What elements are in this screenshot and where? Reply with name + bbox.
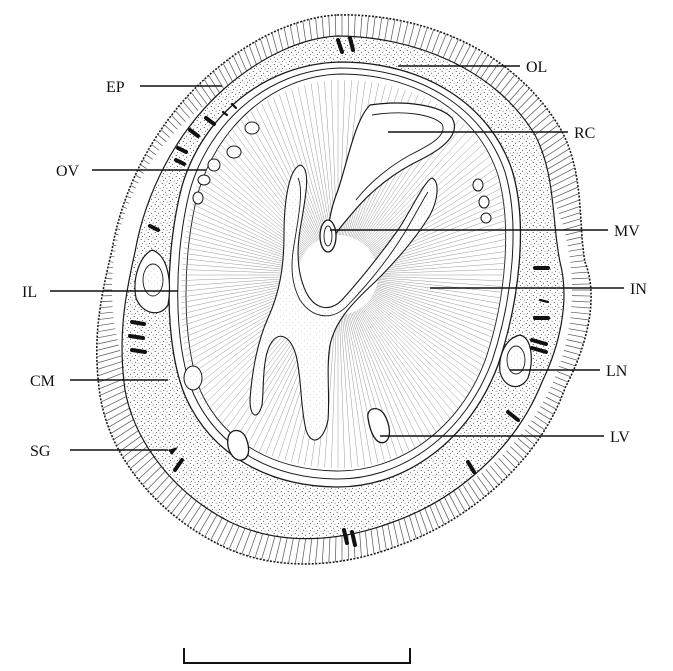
- epidermis-cell-line: [38, 191, 124, 219]
- epidermis-cell-line: [23, 267, 113, 274]
- label-ep: EP: [106, 79, 125, 96]
- epidermis-cell-line: [30, 221, 118, 241]
- epidermis-cell-line: [514, 443, 581, 503]
- epidermis-cell-line: [43, 177, 127, 209]
- label-in: IN: [630, 281, 647, 298]
- epidermis-cell-line: [142, 41, 198, 111]
- epidermis-cell-line: [31, 213, 118, 235]
- epidermis-cell-line: [79, 108, 153, 159]
- epidermis-cell-line: [557, 372, 641, 404]
- epidermis-cell-line: [495, 462, 555, 529]
- epidermis-cell-line: [22, 275, 112, 279]
- epidermis-cell-line: [473, 479, 524, 553]
- median-vessel: [320, 220, 336, 252]
- epidermis-cell-line: [28, 229, 116, 246]
- epidermis-cell-line: [540, 407, 618, 453]
- epidermis-cell-line: [486, 469, 542, 539]
- epidermis-cell-line: [507, 451, 571, 514]
- label-rc: RC: [574, 125, 595, 142]
- scale-bar: [184, 648, 410, 664]
- epidermis-cell-line: [561, 361, 647, 389]
- epidermis-cell-line: [525, 430, 597, 485]
- epidermis-cell-line: [463, 485, 510, 561]
- epidermis-cell-line: [148, 36, 203, 108]
- label-sg: SG: [30, 443, 51, 460]
- epidermis-cell-line: [119, 61, 182, 125]
- epidermis-cell-line: [499, 458, 560, 524]
- epidermis-cell-line: [93, 90, 163, 146]
- epidermis-cell-line: [477, 476, 530, 549]
- epidermis-cell-line: [551, 387, 633, 425]
- epidermis-cell-line: [88, 96, 160, 151]
- label-ov: OV: [56, 163, 80, 180]
- epidermis-cell-line: [24, 251, 113, 262]
- epidermis-cell-line: [173, 18, 220, 94]
- epidermis-cell-line: [503, 455, 566, 519]
- epidermis-cell-line: [490, 466, 548, 535]
- epidermis-cell-line: [482, 473, 537, 545]
- label-cm: CM: [30, 373, 55, 390]
- epidermis-cell-line: [70, 121, 146, 168]
- epidermis-cell-line: [136, 45, 194, 114]
- epidermis-cell-line: [130, 51, 190, 118]
- epidermis-cell-line: [24, 259, 114, 268]
- epidermis-cell-line: [531, 421, 605, 472]
- epidermis-cell-line: [537, 411, 613, 458]
- epidermis-cell-line: [518, 438, 587, 496]
- epidermis-cell-line: [555, 377, 638, 411]
- label-ol: OL: [526, 59, 547, 76]
- epidermis-cell-line: [534, 416, 609, 465]
- epidermis-cell-line: [22, 301, 112, 305]
- epidermis-cell-line: [468, 482, 517, 557]
- epidermis-cell-line: [459, 488, 505, 566]
- label-il: IL: [22, 284, 37, 301]
- epidermis-cell-line: [40, 184, 125, 214]
- epidermis-cell-line: [124, 56, 185, 122]
- epidermis-cell-line: [83, 102, 156, 155]
- epidermis-cell-line: [548, 392, 629, 432]
- epidermis-cell-line: [35, 199, 121, 225]
- epidermis-cell-line: [160, 27, 211, 101]
- epidermis-cell-line: [553, 382, 636, 418]
- epidermis-cell-line: [25, 244, 114, 257]
- epidermis-cell-line: [521, 434, 591, 490]
- epidermis-cell-line: [528, 425, 601, 478]
- label-mv: MV: [614, 223, 640, 240]
- label-ln: LN: [606, 363, 628, 380]
- label-lv: LV: [610, 429, 630, 446]
- epidermis-cell-line: [510, 447, 576, 508]
- epidermis-cell-line: [33, 206, 120, 230]
- epidermis-cell-line: [154, 31, 207, 104]
- epidermis-cell-line: [74, 115, 149, 164]
- epidermis-cell-line: [27, 236, 116, 251]
